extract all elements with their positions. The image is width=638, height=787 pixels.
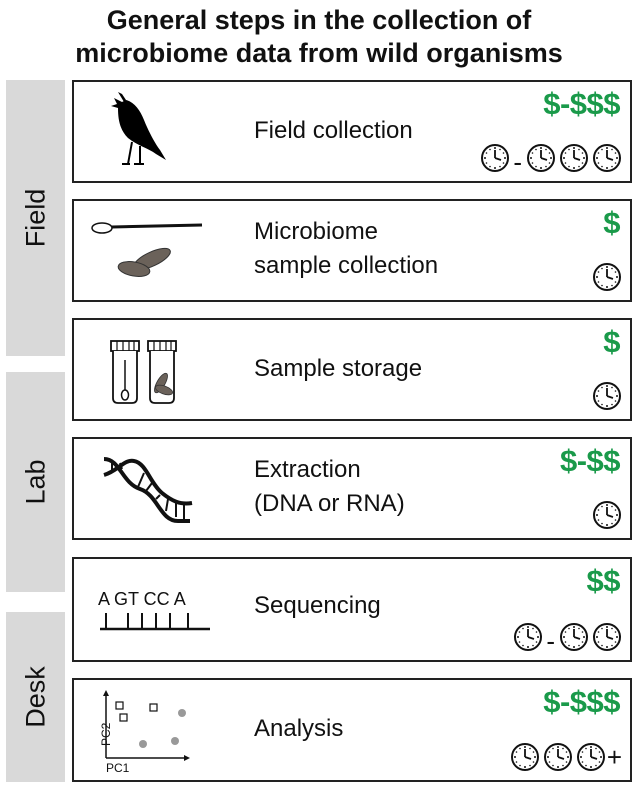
step-label-line: (DNA or RNA) xyxy=(254,490,405,517)
clock-icon xyxy=(593,623,621,651)
step-label-line: Sample storage xyxy=(254,355,423,382)
clock-icon xyxy=(593,501,621,529)
clock-icon xyxy=(593,263,621,291)
time-indicator: + xyxy=(507,742,622,772)
cost-indicator: $-$$$ xyxy=(543,86,620,121)
time-indicator: - xyxy=(510,622,622,656)
sequence-text: A GT CC A xyxy=(98,589,186,609)
step-label-line: Analysis xyxy=(254,715,344,742)
step-label: Sequencing xyxy=(254,589,381,623)
clock-icon xyxy=(481,144,510,172)
step-label-line: Microbiome xyxy=(254,218,379,245)
cost-indicator: $ xyxy=(603,324,620,359)
step-label-line: Field collection xyxy=(254,117,413,144)
clock-icon xyxy=(514,623,543,651)
clock-icon xyxy=(560,144,588,172)
step-analysis: PC2 PC1 Analysis $-$$$ + xyxy=(72,678,632,782)
clock-icon xyxy=(560,623,588,651)
cost-indicator: $-$$ xyxy=(559,443,621,478)
sample-tubes-icon xyxy=(110,340,177,404)
bird-icon xyxy=(111,92,166,165)
time-separator: - xyxy=(546,626,555,656)
step-sample-storage: Sample storage $ xyxy=(72,318,632,421)
step-field-collection: Field collection $-$$$ - xyxy=(72,80,632,183)
swab-and-feces-icon xyxy=(91,222,203,277)
phase-lab: Lab xyxy=(6,372,65,592)
cost-indicator: $-$$$ xyxy=(543,684,620,719)
phase-label: Desk xyxy=(20,666,50,728)
step-label-line: sample collection xyxy=(254,252,439,279)
clock-icon xyxy=(593,382,621,410)
pca-plot-icon: PC2 PC1 xyxy=(99,690,190,774)
time-indicator xyxy=(589,500,622,530)
step-label: Extraction (DNA or RNA) xyxy=(254,453,405,521)
pca-x-label: PC1 xyxy=(106,761,130,774)
step-extraction: Extraction (DNA or RNA) $-$$ xyxy=(72,437,632,540)
clock-icon xyxy=(510,743,539,771)
pca-y-label: PC2 xyxy=(99,722,113,746)
clock-icon xyxy=(576,743,605,771)
cost-indicator: $ xyxy=(603,205,620,240)
step-label-line: Sequencing xyxy=(254,592,381,619)
time-separator: - xyxy=(513,147,522,177)
cost-indicator: $$ xyxy=(586,563,621,598)
step-sequencing: A GT CC A Sequencing $$ - xyxy=(72,557,632,662)
step-label: Sample storage xyxy=(254,352,422,386)
step-label: Field collection xyxy=(254,114,413,148)
step-label: Microbiome sample collection xyxy=(254,215,438,283)
clock-icon xyxy=(593,144,621,172)
open-ended-marker: + xyxy=(606,742,622,772)
title-line-2: microbiome data from wild organisms xyxy=(75,38,563,68)
step-label-line: Extraction xyxy=(254,456,361,483)
time-indicator xyxy=(589,262,622,292)
figure-title: General steps in the collection of micro… xyxy=(0,4,638,70)
dna-helix-icon xyxy=(103,457,193,523)
clock-icon xyxy=(527,144,555,172)
clock-icon xyxy=(543,743,572,771)
phase-desk: Desk xyxy=(6,612,65,782)
phase-field: Field xyxy=(6,80,65,356)
step-label: Analysis xyxy=(254,712,343,746)
time-indicator: - xyxy=(477,143,622,177)
sequence-reads-icon: A GT CC A xyxy=(98,589,214,633)
phase-label: Field xyxy=(20,188,50,248)
phase-label: Lab xyxy=(20,459,50,505)
title-line-1: General steps in the collection of xyxy=(106,5,532,35)
step-microbiome-sample-collection: Microbiome sample collection $ xyxy=(72,199,632,302)
time-indicator xyxy=(589,381,622,411)
sequence-ticks xyxy=(100,613,210,631)
